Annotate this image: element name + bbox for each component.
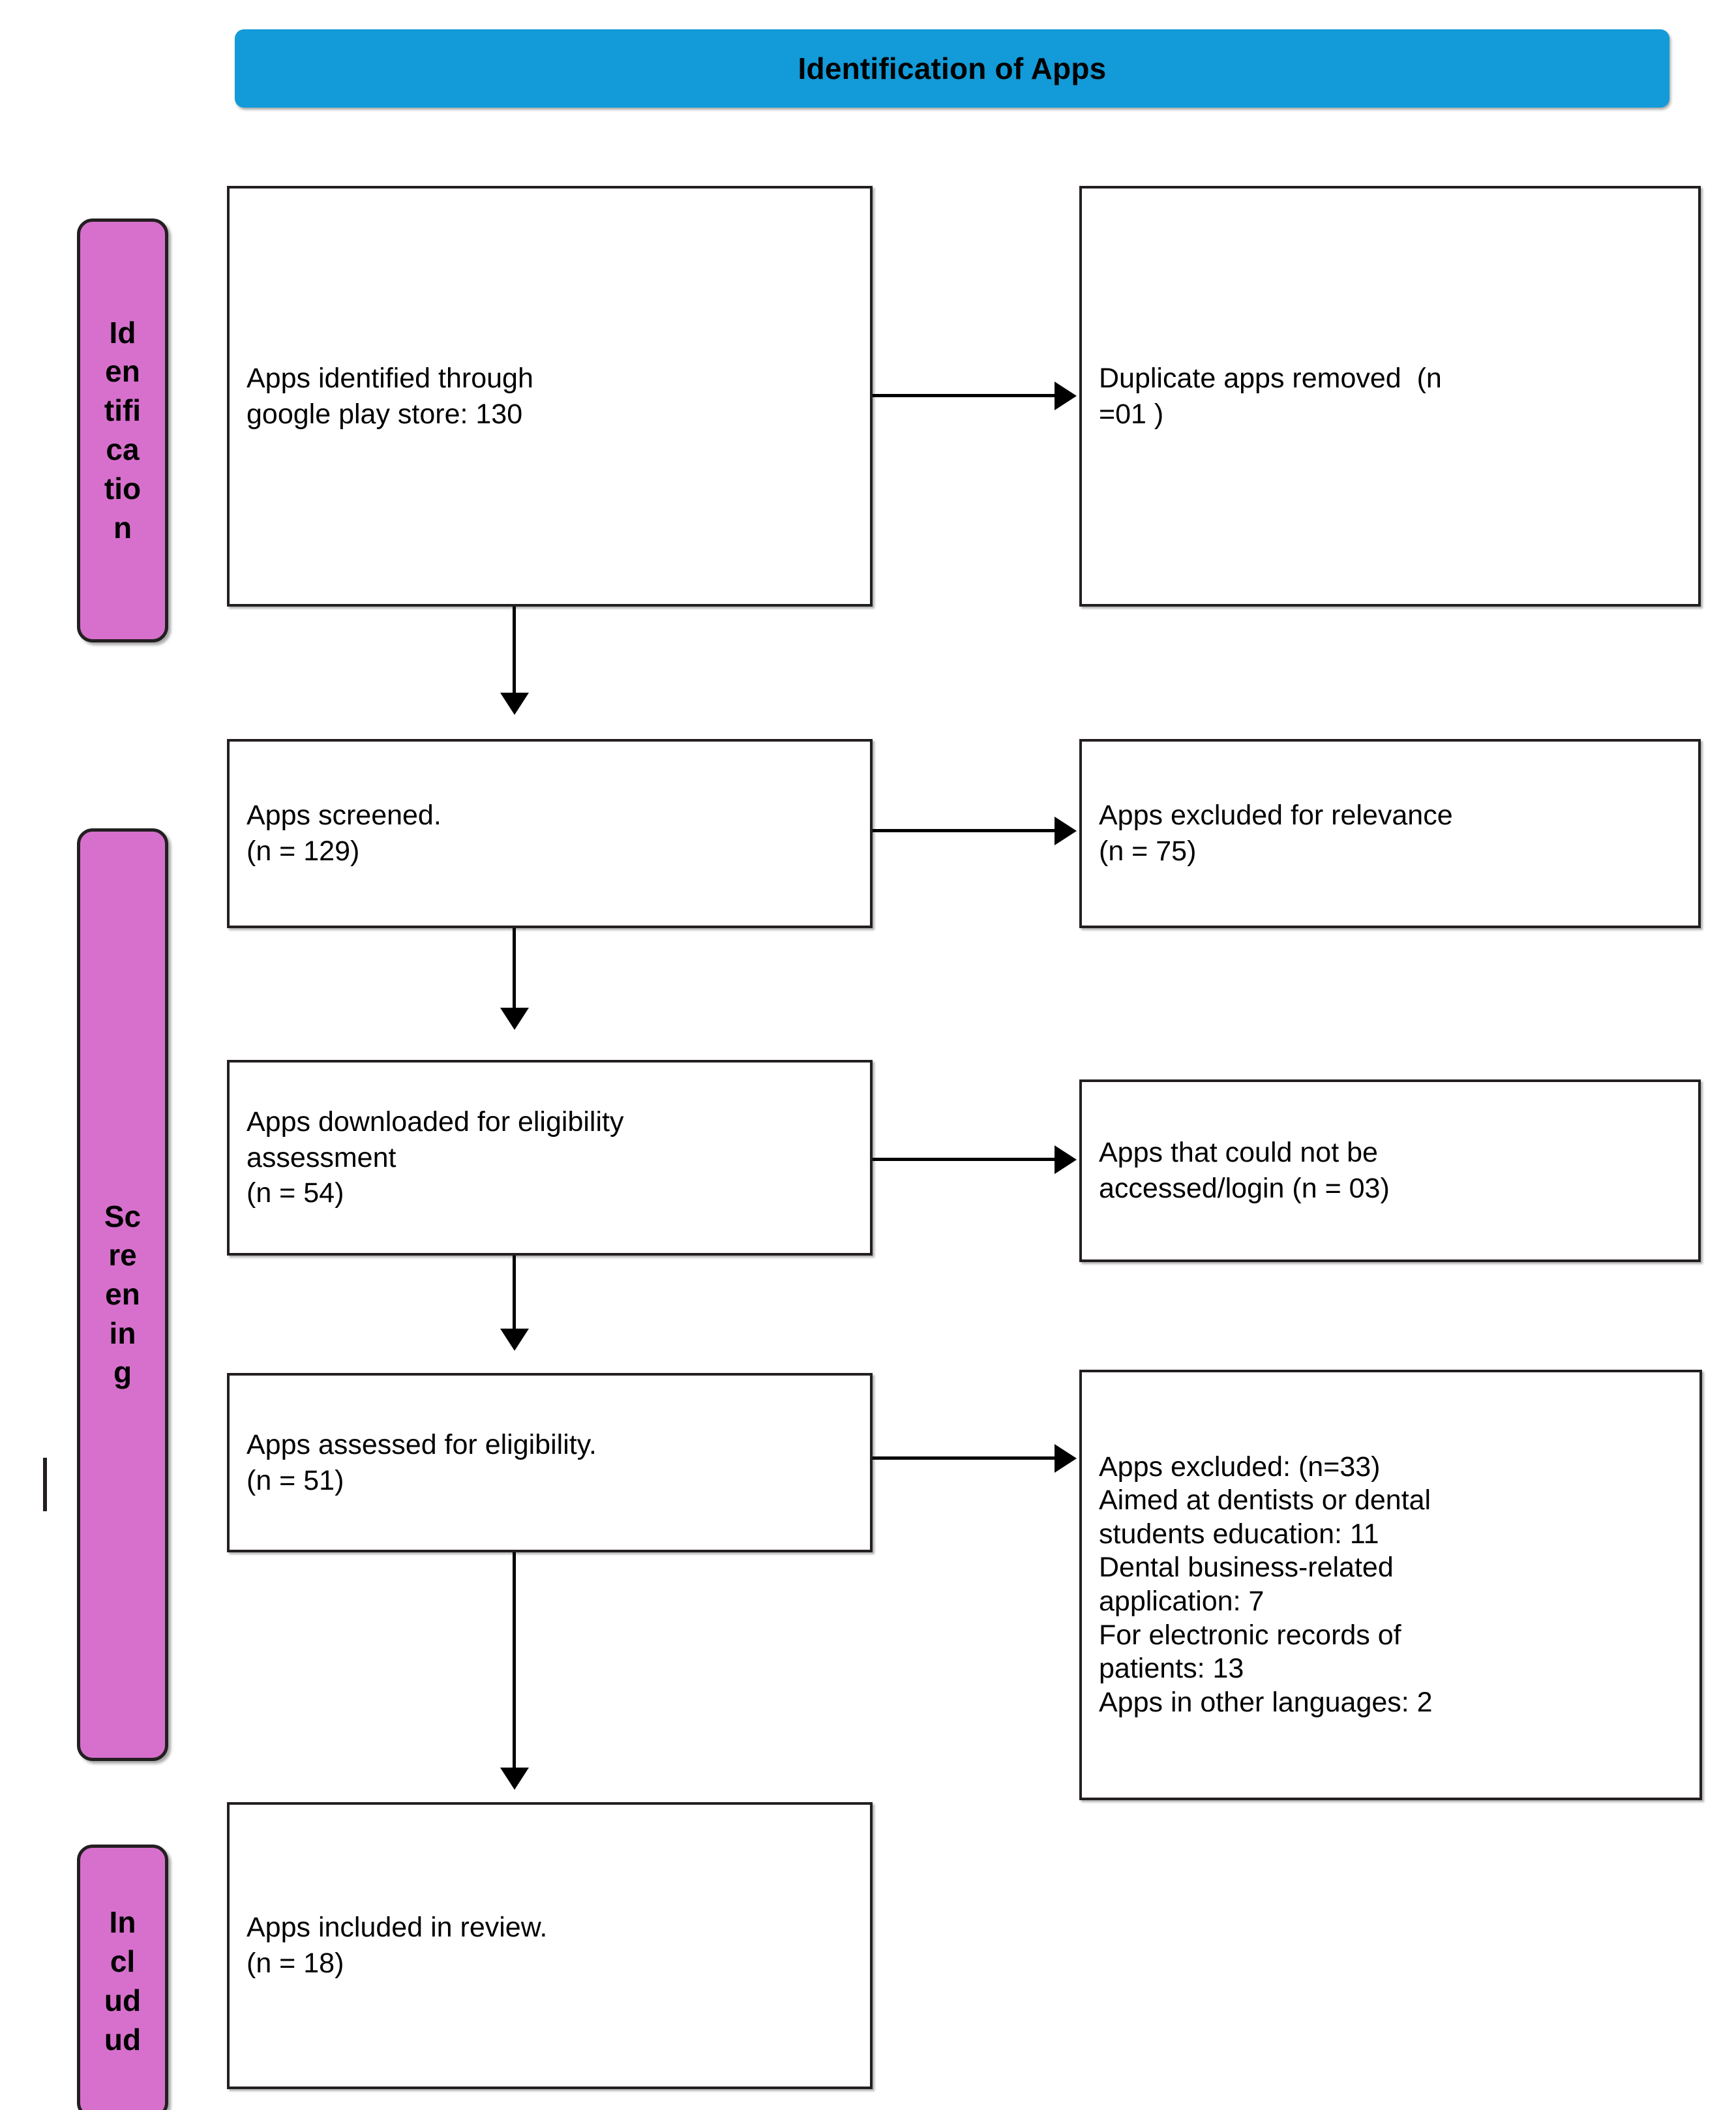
box-apps-excluded-relevance-text: Apps excluded for relevance (n = 75) xyxy=(1099,800,1453,867)
page-title: Identification of Apps xyxy=(798,52,1107,85)
stage-label-screening: Screening xyxy=(77,828,168,1761)
box-apps-downloaded: Apps downloaded for eligibility assessme… xyxy=(227,1060,873,1256)
box-apps-downloaded-text: Apps downloaded for eligibility assessme… xyxy=(247,1106,624,1209)
box-apps-screened: Apps screened. (n = 129) xyxy=(227,739,873,928)
box-apps-identified: Apps identified through google play stor… xyxy=(227,186,873,607)
arrow-downloaded-to-noaccess-line xyxy=(873,1158,1056,1161)
box-apps-assessed: Apps assessed for eligibility. (n = 51) xyxy=(227,1373,873,1552)
box-apps-included-text: Apps included in review. (n = 18) xyxy=(247,1912,548,1979)
box-apps-not-accessible: Apps that could not be accessed/login (n… xyxy=(1079,1079,1701,1262)
stage-label-identification: Identification xyxy=(77,219,168,642)
box-apps-assessed-text: Apps assessed for eligibility. (n = 51) xyxy=(247,1428,597,1496)
arrow-screened-to-excluded-line xyxy=(873,829,1056,832)
arrow-identified-to-screened-line xyxy=(513,607,516,698)
arrow-down-icon xyxy=(500,1329,529,1351)
box-apps-screened-text: Apps screened. (n = 129) xyxy=(247,800,441,867)
box-apps-excluded-detail-text: Apps excluded: (n=33) Aimed at dentists … xyxy=(1099,1451,1433,1718)
arrow-right-icon xyxy=(1055,817,1077,845)
box-apps-identified-text: Apps identified through google play stor… xyxy=(247,362,533,430)
box-duplicate-apps-removed-text: Duplicate apps removed (n =01 ) xyxy=(1099,362,1442,430)
arrow-identified-to-duplicates-line xyxy=(873,394,1056,397)
box-apps-excluded-detail: Apps excluded: (n=33) Aimed at dentists … xyxy=(1079,1370,1702,1800)
box-apps-excluded-relevance: Apps excluded for relevance (n = 75) xyxy=(1079,739,1701,928)
box-apps-not-accessible-text: Apps that could not be accessed/login (n… xyxy=(1099,1137,1390,1204)
stage-label-included-text: Includud xyxy=(104,1905,142,2057)
arrow-down-icon xyxy=(500,1768,529,1790)
arrow-assessed-to-excluded-detail-line xyxy=(873,1456,1056,1460)
box-duplicate-apps-removed: Duplicate apps removed (n =01 ) xyxy=(1079,186,1701,607)
arrow-down-icon xyxy=(500,693,529,715)
arrow-right-icon xyxy=(1055,1145,1077,1174)
arrow-downloaded-to-assessed-line xyxy=(513,1256,516,1334)
stage-label-included: Includud xyxy=(77,1845,168,2110)
caret-artifact xyxy=(43,1458,47,1511)
arrow-right-icon xyxy=(1055,1444,1077,1473)
stage-label-identification-text: Identification xyxy=(104,315,142,545)
arrow-down-icon xyxy=(500,1008,529,1030)
stage-label-screening-text: Screening xyxy=(104,1199,142,1389)
arrow-assessed-to-included-line xyxy=(513,1552,516,1773)
arrow-screened-to-downloaded-line xyxy=(513,928,516,1013)
box-apps-included: Apps included in review. (n = 18) xyxy=(227,1802,873,2089)
header-banner: Identification of Apps xyxy=(235,29,1669,108)
arrow-right-icon xyxy=(1055,382,1077,410)
